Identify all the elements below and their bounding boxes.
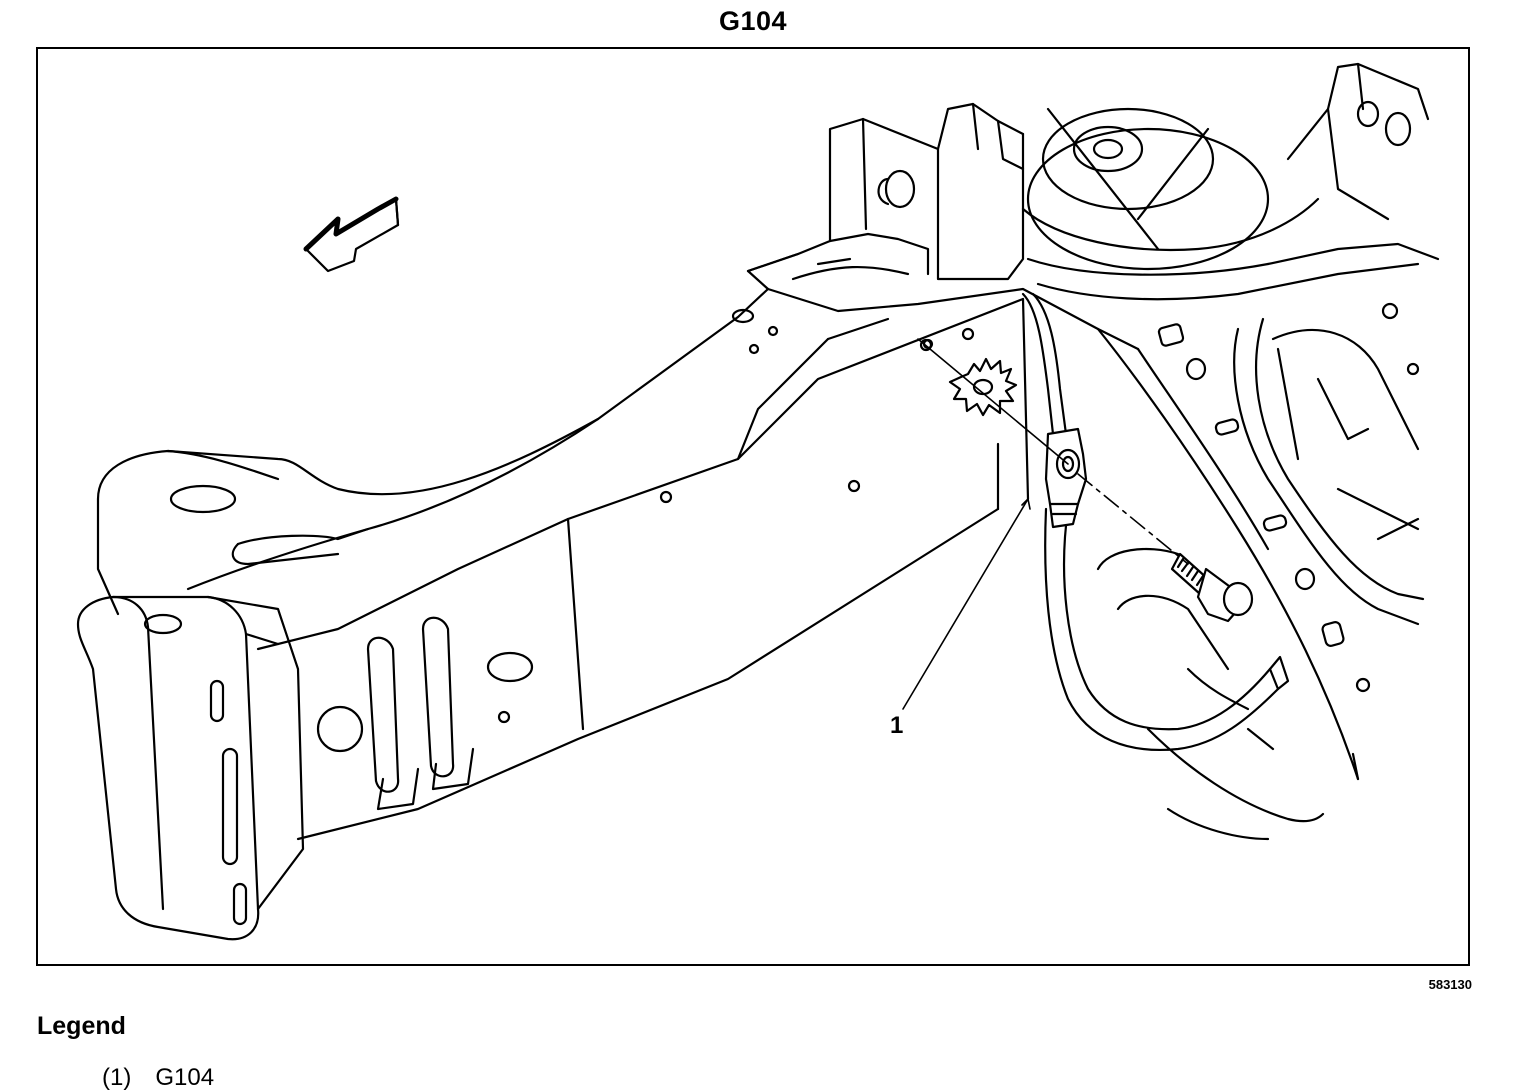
alignment-line-upper: [917, 338, 1069, 465]
legend-item-key: (1): [102, 1064, 132, 1091]
front-direction-arrow-icon: [303, 196, 400, 273]
diagram-title: G104: [718, 6, 788, 36]
stud-hole: [919, 338, 933, 352]
legend-heading: Legend: [37, 1012, 126, 1040]
figure-number: 583130: [1428, 977, 1472, 992]
frame-rail: [76, 287, 1140, 941]
callout-leader-arrowhead: [1021, 498, 1031, 510]
legend-item: (1) G104: [102, 1064, 214, 1092]
star-washer: [948, 357, 1018, 417]
legend-list: (1) G104: [102, 1064, 214, 1092]
ground-bolt: [1170, 552, 1254, 623]
body-panel: [1096, 302, 1425, 841]
crossmember: [746, 62, 1440, 301]
callout-leader-line: [902, 498, 1029, 710]
callout-1-number: 1: [890, 712, 903, 739]
frame-ground-diagram: 1: [76, 62, 1440, 941]
diagram-frame: 1: [36, 47, 1470, 966]
legend-item-label: G104: [155, 1064, 215, 1091]
ground-cable: [1021, 292, 1290, 751]
alignment-line-lower: [1077, 473, 1189, 565]
ring-terminal: [1044, 427, 1088, 529]
